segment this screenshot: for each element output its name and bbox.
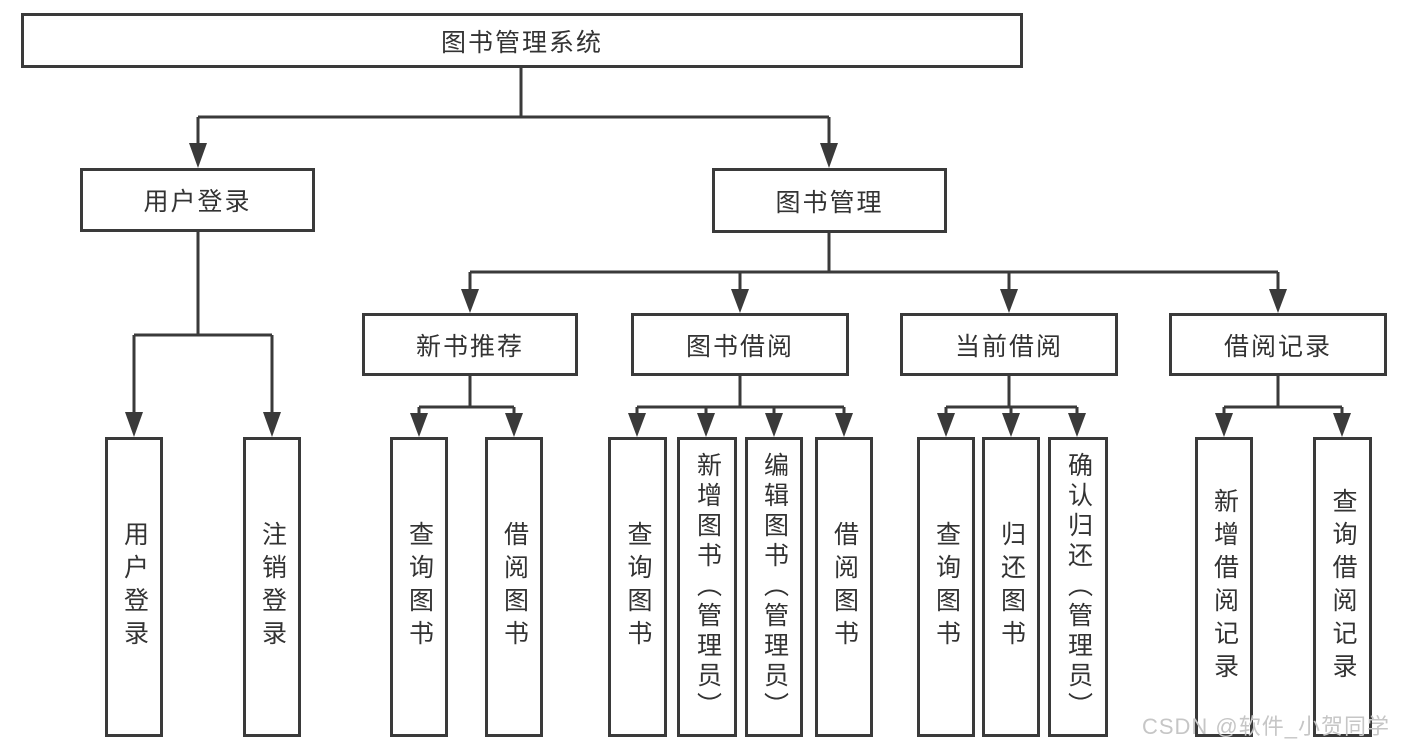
node-book-borrow: 图书借阅 (631, 313, 849, 376)
node-new-book-recommend-label: 新书推荐 (415, 332, 524, 361)
leaf-edit-book-admin-label: 编辑图书（管理员） (760, 452, 789, 722)
leaf-borrow-book-label: 借阅图书 (500, 521, 529, 653)
node-book-management: 图书管理 (712, 168, 947, 233)
leaf-return-book: 归还图书 (982, 437, 1040, 737)
arrowhead-icons (125, 143, 1351, 437)
leaf-query-borrow-record: 查询借阅记录 (1313, 437, 1372, 737)
leaf-borrow-book-under-borrow: 借阅图书 (815, 437, 873, 737)
node-root-label: 图书管理系统 (440, 28, 603, 57)
leaf-edit-book-admin: 编辑图书（管理员） (745, 437, 803, 737)
leaf-borrow-book-label: 借阅图书 (830, 521, 859, 653)
leaf-add-borrow-record: 新增借阅记录 (1195, 437, 1253, 737)
leaf-query-book-label: 查询图书 (624, 521, 652, 653)
node-borrow-records-label: 借阅记录 (1223, 332, 1332, 361)
leaf-user-login-label: 用户登录 (120, 521, 149, 653)
leaf-add-borrow-record-label: 新增借阅记录 (1210, 488, 1239, 686)
node-current-borrow-label: 当前借阅 (954, 332, 1063, 361)
leaf-add-book-admin: 新增图书（管理员） (677, 437, 737, 737)
leaf-return-book-label: 归还图书 (997, 521, 1026, 653)
node-root: 图书管理系统 (21, 13, 1023, 68)
node-book-management-label: 图书管理 (775, 188, 884, 217)
node-user-login: 用户登录 (80, 168, 315, 232)
leaf-borrow-book-under-newbook: 借阅图书 (485, 437, 543, 737)
leaf-logout-label: 注销登录 (258, 521, 287, 653)
connector-lines (132, 67, 1344, 414)
leaf-user-login: 用户登录 (105, 437, 163, 737)
node-user-login-label: 用户登录 (143, 188, 252, 216)
csdn-watermark: CSDN @软件_小贺同学 (1141, 714, 1390, 739)
leaf-query-book-label: 查询图书 (932, 521, 961, 653)
leaf-confirm-return-admin-label: 确认归还（管理员） (1064, 452, 1093, 722)
leaf-query-book-under-newbook: 查询图书 (390, 437, 448, 737)
node-book-borrow-label: 图书借阅 (685, 332, 794, 361)
leaf-confirm-return-admin: 确认归还（管理员） (1048, 437, 1108, 737)
node-new-book-recommend: 新书推荐 (362, 313, 578, 376)
leaf-query-book-label: 查询图书 (405, 521, 434, 653)
leaf-query-borrow-record-label: 查询借阅记录 (1329, 488, 1357, 686)
node-borrow-records: 借阅记录 (1169, 313, 1387, 376)
leaf-add-book-admin-label: 新增图书（管理员） (693, 452, 722, 722)
leaf-query-book-under-borrow: 查询图书 (608, 437, 667, 737)
leaf-logout: 注销登录 (243, 437, 301, 737)
leaf-query-book-under-current: 查询图书 (917, 437, 975, 737)
node-current-borrow: 当前借阅 (900, 313, 1118, 376)
